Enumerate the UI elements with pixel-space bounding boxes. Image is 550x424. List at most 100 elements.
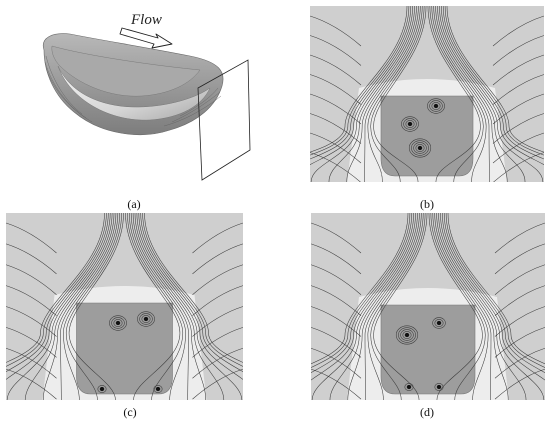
- vortex-ring: [432, 317, 446, 329]
- vortex-core: [100, 387, 104, 391]
- streamline: [311, 213, 413, 373]
- streamline: [492, 15, 544, 47]
- streamline: [373, 6, 427, 182]
- vortex-core: [408, 122, 412, 126]
- streamline: [310, 35, 362, 66]
- streamline: [136, 213, 243, 400]
- streamline: [192, 347, 243, 379]
- streamline: [311, 347, 362, 379]
- vortex-core: [437, 321, 441, 325]
- streamline: [427, 6, 481, 182]
- streamline: [429, 6, 484, 182]
- vortex-core: [116, 321, 120, 325]
- flow-label: Flow: [131, 12, 162, 28]
- streamline: [127, 213, 184, 400]
- vortex-ring: [109, 315, 127, 331]
- streamline: [192, 368, 243, 400]
- streamline: [6, 213, 107, 367]
- streamline: [311, 222, 362, 254]
- hull-inner-bowl: [57, 65, 211, 121]
- streamline: [310, 54, 362, 86]
- streamline: [433, 6, 490, 182]
- streamline: [494, 243, 545, 275]
- streamline: [494, 264, 545, 295]
- hull-section: [380, 95, 474, 177]
- streamline: [435, 6, 508, 182]
- vortex-ring: [415, 144, 425, 152]
- vortex-ring: [401, 116, 419, 132]
- streamline: [447, 213, 545, 365]
- vortex-ring: [153, 385, 163, 393]
- vortex-core: [156, 387, 160, 391]
- streamline: [192, 222, 243, 254]
- streamline: [6, 347, 57, 379]
- streamline: [142, 213, 243, 367]
- streamline: [370, 6, 425, 182]
- streamline: [442, 213, 545, 381]
- streamline: [364, 6, 421, 182]
- vortex-ring: [400, 329, 414, 341]
- vortex-ring: [405, 120, 415, 128]
- streamline: [310, 93, 362, 125]
- streamline: [438, 213, 527, 400]
- streamline: [328, 6, 417, 182]
- streamline: [60, 213, 119, 400]
- streamline: [134, 213, 225, 400]
- streamline: [492, 74, 544, 105]
- streamline: [445, 213, 545, 368]
- flow-arrow: [119, 27, 173, 49]
- streamline: [310, 6, 408, 153]
- streamline: [432, 213, 489, 400]
- streamline: [492, 132, 544, 164]
- caption-a: (a): [127, 197, 141, 211]
- streamline: [492, 113, 544, 144]
- vortex-ring: [395, 325, 419, 345]
- streamline: [364, 213, 422, 400]
- vortex-ring: [111, 317, 125, 329]
- streamline: [367, 213, 424, 400]
- streamline: [492, 93, 544, 125]
- streamline-plot-b: [310, 6, 544, 182]
- streamline: [65, 213, 122, 400]
- streamline: [311, 368, 362, 400]
- streamline: [132, 213, 207, 400]
- streamline: [63, 213, 121, 400]
- streamline: [367, 6, 423, 182]
- streamline: [494, 347, 545, 379]
- vortex-core: [405, 333, 409, 337]
- streamline: [140, 213, 243, 373]
- streamline: [310, 113, 362, 144]
- section-plane: [197, 59, 251, 181]
- streamline: [6, 327, 57, 358]
- streamline-plot-d: [311, 213, 545, 400]
- streamline: [310, 6, 412, 160]
- vortex-ring: [97, 385, 107, 393]
- streamline: [310, 132, 362, 164]
- streamline: [144, 213, 243, 363]
- hull-3d-illustration: [30, 10, 270, 190]
- streamline: [192, 285, 243, 316]
- hull-section: [380, 304, 476, 395]
- streamline-plot-c: [6, 213, 243, 400]
- vortex-core: [144, 317, 148, 321]
- streamline: [6, 213, 109, 373]
- streamline: [310, 15, 362, 47]
- streamline: [6, 213, 105, 363]
- streamline: [494, 285, 545, 316]
- streamline: [442, 6, 544, 160]
- streamline: [311, 306, 362, 337]
- streamline: [311, 213, 414, 381]
- streamline-panel-b: [310, 6, 544, 182]
- streamline-panel-d: [311, 213, 545, 400]
- vortex-ring: [413, 142, 427, 154]
- streamline: [430, 213, 486, 400]
- hull-3d-drawing: [42, 27, 251, 181]
- streamline: [311, 213, 409, 365]
- streamlines: [6, 213, 243, 400]
- vortex-ring: [404, 383, 414, 391]
- streamline: [125, 213, 181, 400]
- vortex-ring: [429, 100, 443, 112]
- streamline: [373, 213, 428, 400]
- streamline: [6, 264, 57, 295]
- streamline: [310, 74, 362, 105]
